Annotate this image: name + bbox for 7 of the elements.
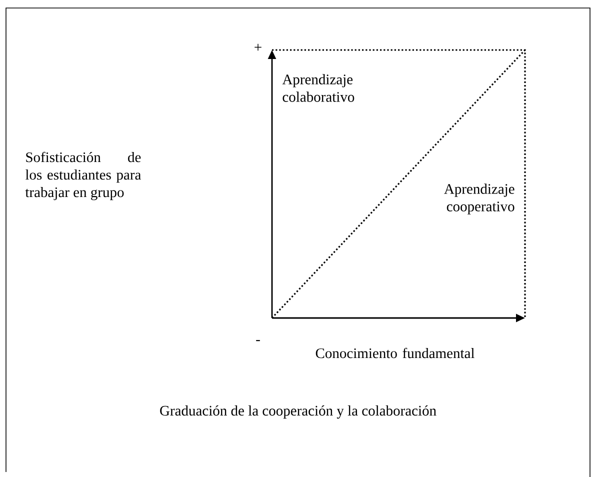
axis-label: Conocimiento fundamental xyxy=(316,348,474,358)
axis-sign: + xyxy=(254,44,262,51)
axis-label: Sofisticación de los estudiantes para trabajar en grupo xyxy=(25,152,141,200)
region-label: Aprendizaje cooperativo xyxy=(444,184,514,214)
caption: Graduación de la cooperación y la colaboración xyxy=(160,405,436,419)
region-label: Aprendizaje colaborativo xyxy=(282,74,354,102)
axis-sign: - xyxy=(256,340,260,342)
